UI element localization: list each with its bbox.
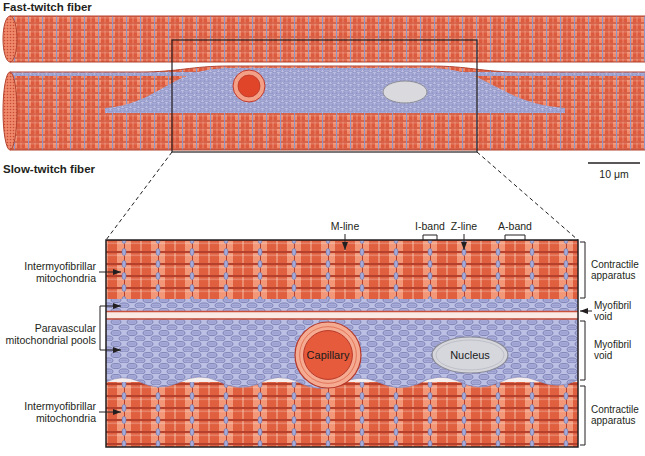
scale-bar <box>588 162 640 164</box>
mitochondria-strip <box>106 299 578 311</box>
callout-label: Intermyofibrillar mitochondria <box>4 260 96 284</box>
fiber-title: Fast-twitch fiber <box>3 1 92 14</box>
sarcolemma <box>106 311 578 313</box>
slow-twitch-fiber <box>3 66 645 150</box>
leader-line <box>100 306 101 350</box>
region-bracket <box>580 242 585 298</box>
structure-label: M-line <box>331 220 360 232</box>
nucleus-inner <box>436 340 504 370</box>
fiber-cross-section <box>3 72 17 150</box>
mitochondrial-pool <box>105 68 565 113</box>
sarcolemma <box>10 62 645 63</box>
detail-frame <box>106 240 578 447</box>
sarcolemma <box>106 318 578 320</box>
node-label: Nucleus <box>450 349 490 362</box>
band-bracket <box>423 235 437 240</box>
myofibril-bundle <box>10 16 645 62</box>
node-text-group: Nucleus <box>450 349 490 362</box>
vessel-ring <box>300 327 357 384</box>
structure-label: Z-line <box>451 220 477 232</box>
leader-arrow <box>99 272 121 273</box>
sarcolemma <box>10 16 645 17</box>
contractile-band <box>106 240 578 300</box>
structure-label: A-band <box>498 220 532 232</box>
nucleus-envelope <box>432 337 508 373</box>
nucleus-ellipse: Nucleus <box>431 336 509 374</box>
fiber-cross-section <box>3 16 17 62</box>
region-label: Contractile apparatus <box>591 259 643 282</box>
leader-arrow <box>464 234 465 250</box>
myofibril-bundle <box>10 66 645 150</box>
leader-arrow <box>345 234 346 250</box>
detail-view <box>106 240 578 447</box>
sarcolemma <box>10 66 645 150</box>
region-label: Contractile apparatus <box>591 404 643 427</box>
callout-label: Paravascular mitochondrial pools <box>4 322 96 346</box>
scale-label: 10 μm <box>599 168 628 180</box>
capillary-small <box>233 70 265 102</box>
capillary-lumen <box>238 75 260 97</box>
leader-arrow <box>99 412 121 413</box>
region-label: Myofibril void <box>594 339 642 362</box>
nucleus-small <box>383 81 427 103</box>
node-label: Capillary <box>307 349 350 362</box>
leader-arrow <box>100 306 121 307</box>
node-text-group: Capillary <box>307 349 350 362</box>
region-label: Myofibril void <box>594 300 642 323</box>
detail-ground <box>106 240 578 447</box>
mitochondrial-pool <box>106 319 578 388</box>
zoom-frame <box>172 40 477 152</box>
band-bracket <box>505 235 525 240</box>
fast-twitch-fiber <box>3 16 645 62</box>
capillary-circle: Capillary <box>294 321 362 389</box>
region-bracket <box>580 386 585 445</box>
zoom-guide <box>106 152 172 240</box>
zoom-guide <box>477 152 578 240</box>
leader-arrow <box>580 311 592 312</box>
fiber-title: Slow-twitch fiber <box>3 163 95 176</box>
region-bracket <box>580 321 585 380</box>
leader-arrow <box>100 350 121 351</box>
contractile-band <box>106 382 578 447</box>
callout-label: Intermyofibrillar mitochondria <box>4 400 96 424</box>
vessel-lumen <box>304 331 353 380</box>
structure-label: I-band <box>415 220 445 232</box>
interfiber-gap <box>106 311 578 319</box>
vessel-wall <box>295 322 361 388</box>
